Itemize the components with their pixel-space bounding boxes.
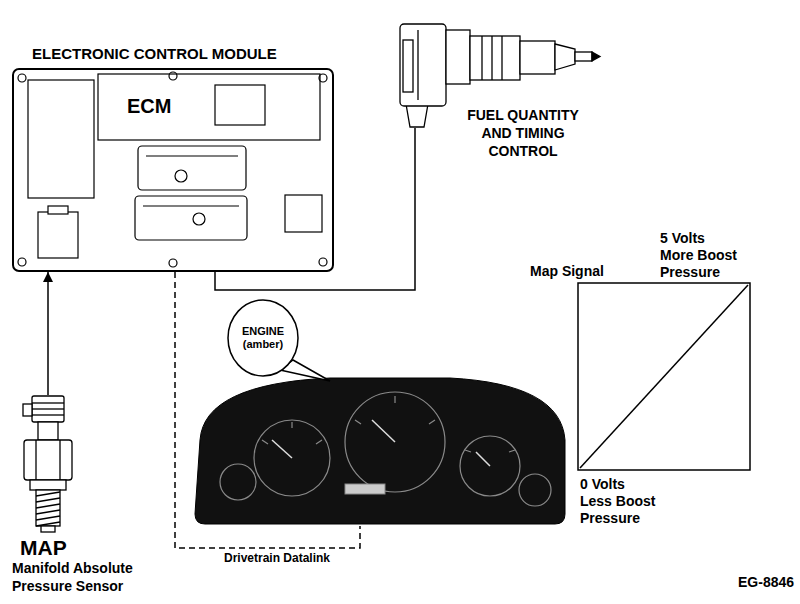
injector-body — [520, 41, 555, 74]
odometer — [345, 484, 385, 494]
sensor-hex — [24, 440, 72, 480]
datalink-line — [175, 272, 360, 548]
connector-ridge — [143, 205, 239, 206]
ecm-panel — [28, 80, 94, 198]
scale-label: 5 Volts More Boost Pressure — [660, 230, 740, 281]
screw — [169, 259, 177, 267]
connector-latch — [48, 206, 68, 214]
graph-line — [580, 285, 748, 468]
signal-arrow — [47, 272, 49, 395]
injector-part: FUEL QUANTITY AND TIMING CONTROL — [396, 18, 602, 128]
part-name: MAP — [20, 535, 67, 560]
ecm-box: ELECTRONIC CONTROL MODULEECM — [12, 68, 334, 272]
gauge — [345, 392, 445, 492]
injector-ring — [501, 36, 502, 80]
part-description: Manifold Absolute Pressure Sensor — [12, 559, 162, 595]
ecm-label-plate — [215, 85, 265, 125]
injector-latch — [403, 40, 413, 92]
figure-number: EG-8846 — [738, 574, 794, 591]
needle — [372, 420, 395, 442]
gauge — [460, 436, 520, 496]
injector-body — [446, 30, 470, 84]
line-label: Drivetrain Datalink — [222, 551, 332, 565]
signal-graph — [578, 283, 750, 470]
sensor-ridge — [32, 414, 64, 415]
engine-lamp-callout — [228, 300, 330, 381]
injector-ring — [481, 36, 482, 80]
hex-face — [59, 440, 60, 480]
gauge-ticks — [262, 396, 515, 452]
axis-label: Map Signal — [530, 263, 604, 280]
sensor-thread — [36, 490, 60, 526]
injector-body — [470, 36, 520, 80]
gauge — [254, 420, 330, 496]
ecm-recess — [285, 195, 322, 232]
ecm-connector — [135, 196, 247, 240]
injector-nozzle — [575, 52, 592, 61]
module-name: ECM — [127, 94, 171, 118]
injector-taper — [555, 44, 575, 70]
small-connector — [38, 212, 78, 258]
injector-tab — [406, 104, 428, 127]
lamp-label: ENGINE (amber) — [233, 325, 293, 351]
screw — [319, 74, 327, 82]
map-sensor-illustration — [23, 396, 72, 532]
injector-connector — [400, 24, 446, 106]
injector-ring — [491, 36, 492, 80]
screw — [18, 74, 26, 82]
ecm-details — [18, 72, 327, 267]
scale-label: 0 Volts Less Boost Pressure — [580, 476, 660, 527]
needle — [272, 440, 292, 458]
sensor-collar — [30, 480, 66, 490]
gauge — [519, 474, 551, 506]
cluster-housing — [195, 378, 565, 524]
screw — [319, 258, 327, 266]
connector-ridge — [146, 155, 238, 156]
control-wire — [215, 128, 415, 290]
callout-circle — [228, 300, 298, 376]
part-label: FUEL QUANTITY AND TIMING CONTROL — [458, 106, 588, 160]
ecm-panel — [98, 74, 320, 140]
hex-face — [35, 440, 36, 480]
connector-screw — [175, 170, 187, 182]
connector-screw — [193, 213, 205, 225]
screw — [169, 72, 177, 80]
sensor-ridge — [32, 402, 64, 403]
ecm-connector — [138, 146, 246, 190]
heading: ELECTRONIC CONTROL MODULE — [32, 45, 277, 63]
sensor-tab — [23, 404, 32, 416]
thread-lines — [36, 492, 60, 526]
map-sensor: MAPManifold Absolute Pressure Sensor — [10, 395, 170, 600]
screw — [18, 258, 26, 266]
sensor-neck — [38, 422, 58, 440]
sensor-tip — [41, 526, 55, 532]
injector-line — [417, 30, 418, 100]
instrument-cluster: ENGINE (amber) — [195, 298, 567, 526]
gauge — [220, 464, 256, 500]
instrument-cluster — [195, 378, 565, 524]
needle — [476, 452, 490, 466]
sensor-connector — [32, 396, 64, 422]
graph-frame — [578, 283, 750, 470]
sensor-ridge — [32, 408, 64, 409]
injector-tip — [592, 52, 600, 61]
